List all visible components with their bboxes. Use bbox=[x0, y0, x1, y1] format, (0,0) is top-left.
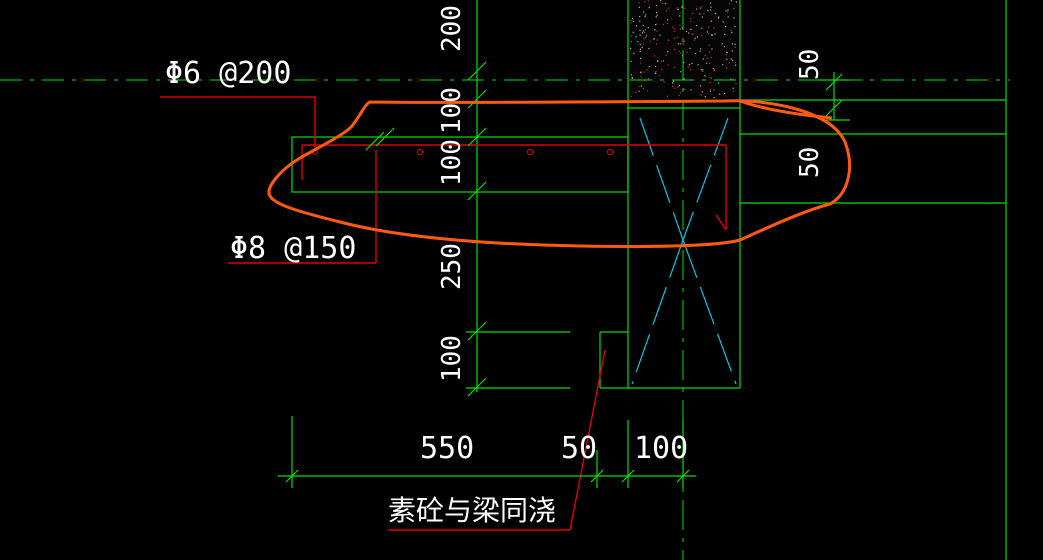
dim-horizontal-50: 50 bbox=[561, 431, 597, 466]
dim-vertical-100-a: 100 bbox=[437, 87, 467, 134]
dim-vertical-100-c: 100 bbox=[437, 335, 467, 382]
dim-horizontal-550: 550 bbox=[420, 431, 474, 466]
dim-vertical-100-b: 100 bbox=[437, 139, 467, 186]
concrete-note: 素砼与梁同浇 bbox=[388, 494, 556, 527]
right-dimension-line bbox=[820, 72, 850, 121]
dim-right-50-a: 50 bbox=[795, 49, 825, 80]
horizontal-dimension-line bbox=[278, 416, 696, 488]
dim-vertical-200: 200 bbox=[437, 5, 467, 52]
slab-outline bbox=[291, 0, 629, 392]
top-rebar-label: Φ6 @200 bbox=[165, 56, 291, 91]
dim-horizontal-100: 100 bbox=[634, 431, 688, 466]
dim-right-50-b: 50 bbox=[795, 147, 825, 178]
vertical-dimension-ticks bbox=[365, 61, 487, 397]
dim-vertical-250: 250 bbox=[437, 243, 467, 290]
markup-cloud bbox=[267, 99, 852, 248]
right-wall-lines bbox=[738, 0, 1007, 560]
markup-tail bbox=[739, 99, 833, 120]
column-diagonals bbox=[631, 117, 737, 385]
column-outline bbox=[599, 0, 741, 389]
rebar-lines bbox=[160, 96, 727, 531]
bottom-rebar-label: Φ8 @150 bbox=[230, 231, 356, 266]
